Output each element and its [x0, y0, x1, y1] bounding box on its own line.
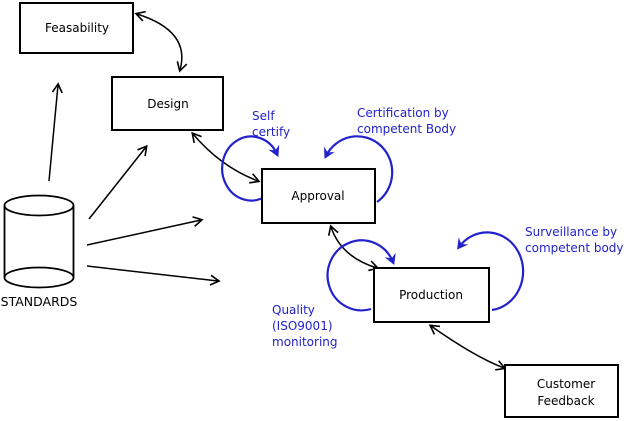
annotation-self-certify-line1: Self: [252, 109, 275, 123]
node-feasability-label: Feasability: [45, 21, 109, 35]
edge-standards-approval: [86, 216, 204, 246]
loop-quality-monitoring: [326, 239, 396, 312]
loop-certification: [324, 135, 394, 203]
standards-label: STANDARDS: [1, 294, 78, 309]
standards-cylinder: [3, 194, 75, 289]
node-design: [111, 76, 224, 131]
annotation-quality-line1: Quality: [272, 303, 315, 317]
annotation-certification-line2: competent Body: [357, 122, 456, 136]
annotation-certification-line1: Certification by: [357, 106, 449, 120]
edge-feasability-design: [134, 10, 188, 73]
edge-standards-production: [86, 265, 221, 286]
node-approval-label: Approval: [291, 189, 344, 203]
node-customer-feedback-label-line2: Feedback: [537, 394, 594, 408]
node-customer-feedback-label-line1: Customer: [537, 377, 595, 391]
loop-surveillance: [457, 231, 525, 312]
node-customer-feedback: [504, 364, 619, 418]
edge-approval-production: [327, 224, 380, 272]
annotation-surveillance-line1: Surveillance by: [525, 225, 617, 239]
edge-production-customer-feedback: [428, 324, 507, 371]
edge-standards-design: [88, 144, 148, 220]
node-production-label: Production: [399, 288, 463, 302]
node-approval: [261, 168, 376, 224]
loop-self-certify: [221, 135, 280, 202]
node-production: [373, 267, 490, 323]
node-feasability: [19, 2, 134, 54]
annotation-surveillance-line2: competent body: [525, 241, 624, 255]
edge-design-approval: [191, 131, 261, 184]
node-design-label: Design: [147, 97, 188, 111]
annotation-self-certify-line2: certify: [252, 125, 290, 139]
edge-standards-feasability: [48, 82, 63, 182]
annotation-quality-line3: monitoring: [272, 335, 338, 349]
annotation-quality-line2: (ISO9001): [272, 319, 333, 333]
